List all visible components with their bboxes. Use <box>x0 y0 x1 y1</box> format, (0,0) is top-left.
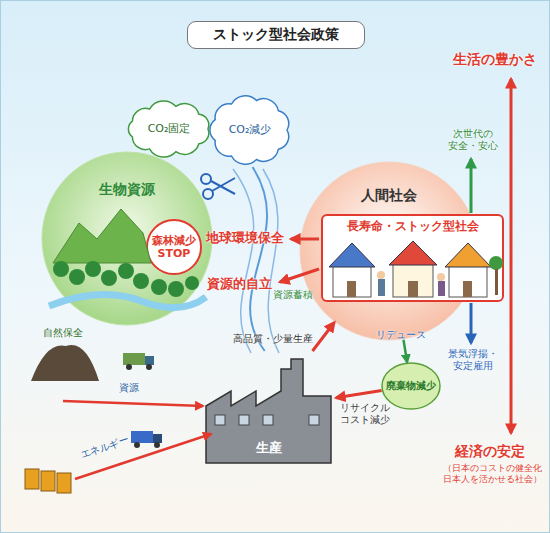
annotation-label: エネルギー <box>79 434 130 461</box>
truck-wheel <box>146 364 152 370</box>
annotation-label: 次世代の 安全・安心 <box>441 128 505 152</box>
scissors <box>201 174 211 184</box>
tree <box>118 263 134 279</box>
cloud-bubble: CO₂固定 <box>123 99 215 159</box>
tree <box>53 261 69 277</box>
society-box: 長寿命・ストック型社会 <box>321 214 504 302</box>
tree <box>69 269 85 285</box>
annotation-label: 資源蓄積 <box>273 289 313 301</box>
house-roof <box>329 243 375 267</box>
annotation-label: 資源的自立 <box>207 276 272 292</box>
axis-arrow <box>510 79 513 433</box>
annotation-label: 資源 <box>119 382 139 394</box>
node-text: 森林減少 STOP <box>149 234 199 260</box>
cloud-outline <box>128 101 208 157</box>
person <box>438 281 445 296</box>
truck <box>123 353 145 365</box>
node-text: 廃棄物減少 <box>386 380 436 391</box>
factory-window <box>263 415 273 425</box>
tree <box>185 276 199 290</box>
annotation-label: 自然保全 <box>43 327 83 339</box>
house <box>393 263 433 297</box>
tree-trunk <box>495 269 498 295</box>
effect-arrow <box>280 269 319 282</box>
tree <box>101 270 117 286</box>
stop-circle-outline <box>147 220 201 274</box>
stop-circle: 森林減少 STOP <box>146 219 202 275</box>
person <box>377 271 385 279</box>
resource-circle-outline <box>42 152 212 325</box>
truck-wheel <box>154 442 160 448</box>
edge-label: リサイクル コスト減少 <box>336 402 394 426</box>
house-roof <box>389 241 437 265</box>
node-text: CO₂減少 <box>229 123 272 136</box>
scissors <box>212 178 235 191</box>
flow-arrow <box>63 401 203 406</box>
tree <box>85 261 101 277</box>
house-door <box>347 281 356 297</box>
node-text: 生産 <box>256 440 282 456</box>
node-text: 長寿命・ストック型社会 <box>347 219 479 233</box>
connector <box>250 167 267 351</box>
annotation-label: 経済の安定 <box>455 443 525 460</box>
tree <box>489 256 503 270</box>
river <box>49 295 206 308</box>
house-roof <box>445 243 491 267</box>
house-door <box>463 281 472 297</box>
scissors <box>203 189 213 199</box>
annotation-label: 生活の豊かさ <box>453 51 537 68</box>
annotation-label: （日本のコストの健全化 日本人を活かせる社会） <box>435 463 549 485</box>
edge-label: 高品質・少量生産 <box>233 333 313 345</box>
oil-barrel <box>57 473 71 493</box>
factory-window <box>309 415 319 425</box>
edge-label: リデュース <box>376 329 426 341</box>
cloud-bubble: CO₂減少 <box>206 93 294 167</box>
title-text: ストック型社会政策 <box>213 26 339 44</box>
house-door <box>408 281 418 297</box>
node-text: 生物資源 <box>99 181 155 198</box>
truck <box>153 434 162 443</box>
annotation-label: 景気浮揚・ 安定雇用 <box>441 348 505 372</box>
house <box>333 265 371 297</box>
waste-circle-outline <box>382 363 440 409</box>
tree <box>133 273 149 289</box>
house <box>449 265 487 297</box>
factory-window <box>239 415 249 425</box>
tree <box>151 279 167 295</box>
scissors <box>211 181 235 194</box>
mountain <box>53 209 151 263</box>
factory-outline <box>206 359 331 463</box>
node-text: 人間社会 <box>361 187 417 204</box>
forest <box>53 261 199 297</box>
connector <box>404 340 408 362</box>
person <box>437 273 445 281</box>
emission-wave <box>233 169 254 353</box>
node-text: CO₂固定 <box>148 122 191 135</box>
effect-arrow <box>291 238 319 241</box>
truck <box>145 356 154 365</box>
truck-wheel <box>126 364 132 370</box>
person <box>378 279 385 296</box>
effect-arrow <box>470 303 473 343</box>
title-box: ストック型社会政策 <box>187 21 365 49</box>
cloud-outline <box>210 96 289 164</box>
truck <box>131 431 153 443</box>
soil-pile <box>31 345 99 381</box>
effect-arrow <box>470 159 473 213</box>
emission-wave <box>263 169 279 353</box>
connector <box>313 323 335 352</box>
oil-barrel <box>41 471 55 491</box>
factory: 生産 <box>201 351 336 466</box>
truck-wheel <box>134 442 140 448</box>
flow-arrow <box>75 434 211 479</box>
oil-barrel <box>25 469 39 489</box>
factory-window <box>215 415 225 425</box>
connector <box>336 391 382 398</box>
annotation-label: 地球環境保全 <box>206 230 284 246</box>
society-circle: 人間社会長寿命・ストック型社会 <box>299 161 479 341</box>
waste-circle: 廃棄物減少 <box>381 362 441 410</box>
tree <box>168 281 184 297</box>
